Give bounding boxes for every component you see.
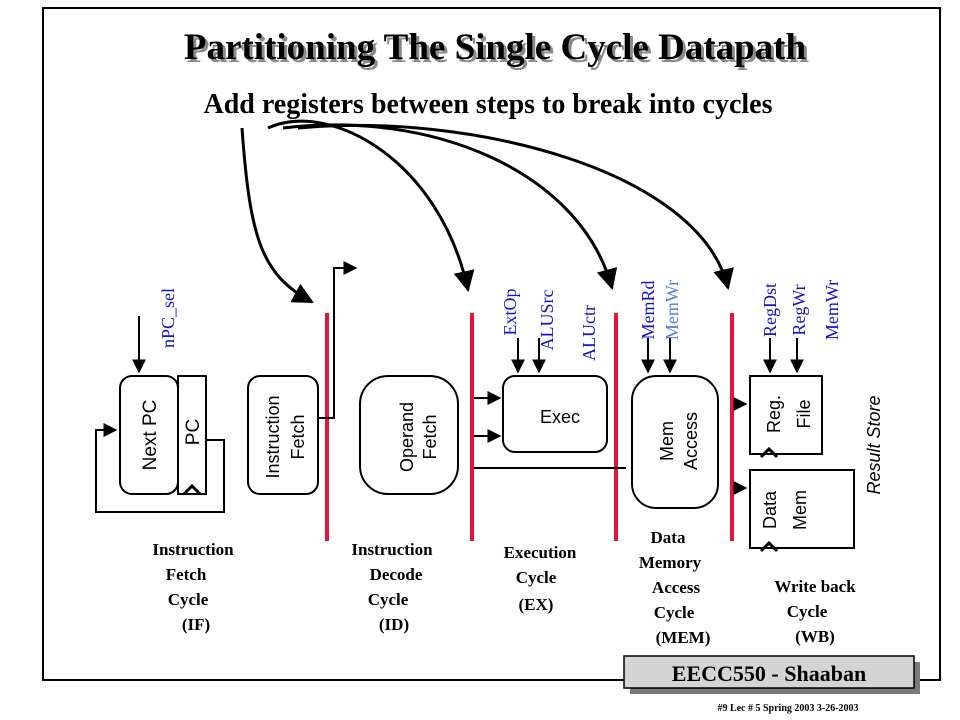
pipeline-register-if-id <box>325 313 329 541</box>
instruction-fetch-label-2: Fetch <box>288 414 308 459</box>
next-pc-label: Next PC <box>140 400 161 471</box>
data-mem-clock-icon <box>759 540 779 553</box>
cycle-id-line-4: (ID) <box>379 615 409 634</box>
cycle-if-line-4: (IF) <box>182 615 210 634</box>
instruction-fetch-label-1: Instruction <box>263 395 283 478</box>
cycle-ex-line-2: Cycle <box>516 568 557 587</box>
if-output-wire <box>318 261 358 419</box>
mem-access-label-1: Mem <box>657 421 677 461</box>
pc-loop-wire <box>95 423 225 513</box>
cycle-ex-line-1: Execution <box>504 543 577 562</box>
operand-fetch-block <box>359 375 459 495</box>
data-mem-block <box>749 469 855 549</box>
cycle-mem-line-4: Cycle <box>654 603 695 622</box>
arrow-to-if-id <box>240 127 314 304</box>
reg-file-block <box>749 375 823 455</box>
operand-fetch-label-2: Fetch <box>420 414 440 459</box>
exec-block <box>502 375 608 453</box>
page-title: Partitioning The Single Cycle Datapath <box>184 27 807 68</box>
result-store-label: Result Store <box>864 395 884 494</box>
memwr-signal-wb: MemWr <box>822 280 842 340</box>
extop-signal: ExtOp <box>500 289 520 336</box>
pipeline-register-mem-wb <box>730 313 734 541</box>
cycle-mem-line-1: Data <box>651 528 686 547</box>
npc-sel-signal: nPC_sel <box>158 288 178 348</box>
alusrc-signal: ALUSrc <box>537 290 557 351</box>
cycle-wb-line-2: Cycle <box>787 602 828 621</box>
pipeline-register-ex-mem <box>614 313 618 541</box>
aluctr-signal: ALUctr <box>579 305 599 361</box>
pc-clock-icon <box>182 483 202 496</box>
cycle-mem-line-2: Memory <box>639 553 702 572</box>
page-subtitle: Add registers between steps to break int… <box>203 89 772 120</box>
cycle-wb-line-1: Write back <box>774 577 856 596</box>
memrd-signal: MemRd <box>638 280 658 339</box>
regwr-signal: RegWr <box>789 284 809 335</box>
arrow-to-ex-mem <box>282 123 618 291</box>
pc-label: PC <box>183 419 204 445</box>
footer-badge <box>623 655 915 689</box>
cycle-if-line-2: Fetch <box>166 565 207 584</box>
data-mem-label-1: Data <box>760 490 780 529</box>
cycle-id-line-1: Instruction <box>351 540 433 559</box>
operand-fetch-label-1: Operand <box>397 402 417 472</box>
pipeline-register-id-ex <box>470 313 474 541</box>
footer-info: #9 Lec # 5 Spring 2003 3-26-2003 <box>717 703 858 714</box>
data-mem-label-2: Mem <box>790 490 810 530</box>
mem-access-block <box>631 375 719 509</box>
cycle-if-line-3: Cycle <box>168 590 209 609</box>
reg-file-label-2: File <box>794 399 814 428</box>
cycle-id-line-3: Cycle <box>368 590 409 609</box>
cycle-mem-line-3: Access <box>652 578 701 597</box>
title-shadow: Partitioning The Single Cycle Datapath <box>187 30 810 71</box>
cycle-wb-line-3: (WB) <box>795 627 835 646</box>
footer-badge-text: EECC550 - Shaaban <box>672 661 866 686</box>
reg-file-label-1: Reg. <box>764 395 784 433</box>
exec-label: Exec <box>540 407 580 427</box>
arrow-to-mem-wb <box>297 123 734 291</box>
cycle-ex-line-3: (EX) <box>519 595 554 614</box>
arrow-to-id-ex <box>267 119 475 293</box>
mem-access-label-2: Access <box>681 412 701 470</box>
instruction-fetch-block <box>247 375 319 495</box>
pc-register <box>177 375 207 495</box>
reg-file-clock-icon <box>759 446 779 459</box>
cycle-mem-line-5: (MEM) <box>656 628 711 647</box>
slide-frame <box>42 7 941 681</box>
cycle-id-line-2: Decode <box>370 565 423 584</box>
cycle-if-line-1: Instruction <box>152 540 234 559</box>
memwr-signal-mem: MemWr <box>662 280 682 340</box>
regdst-signal: RegDst <box>760 283 780 337</box>
